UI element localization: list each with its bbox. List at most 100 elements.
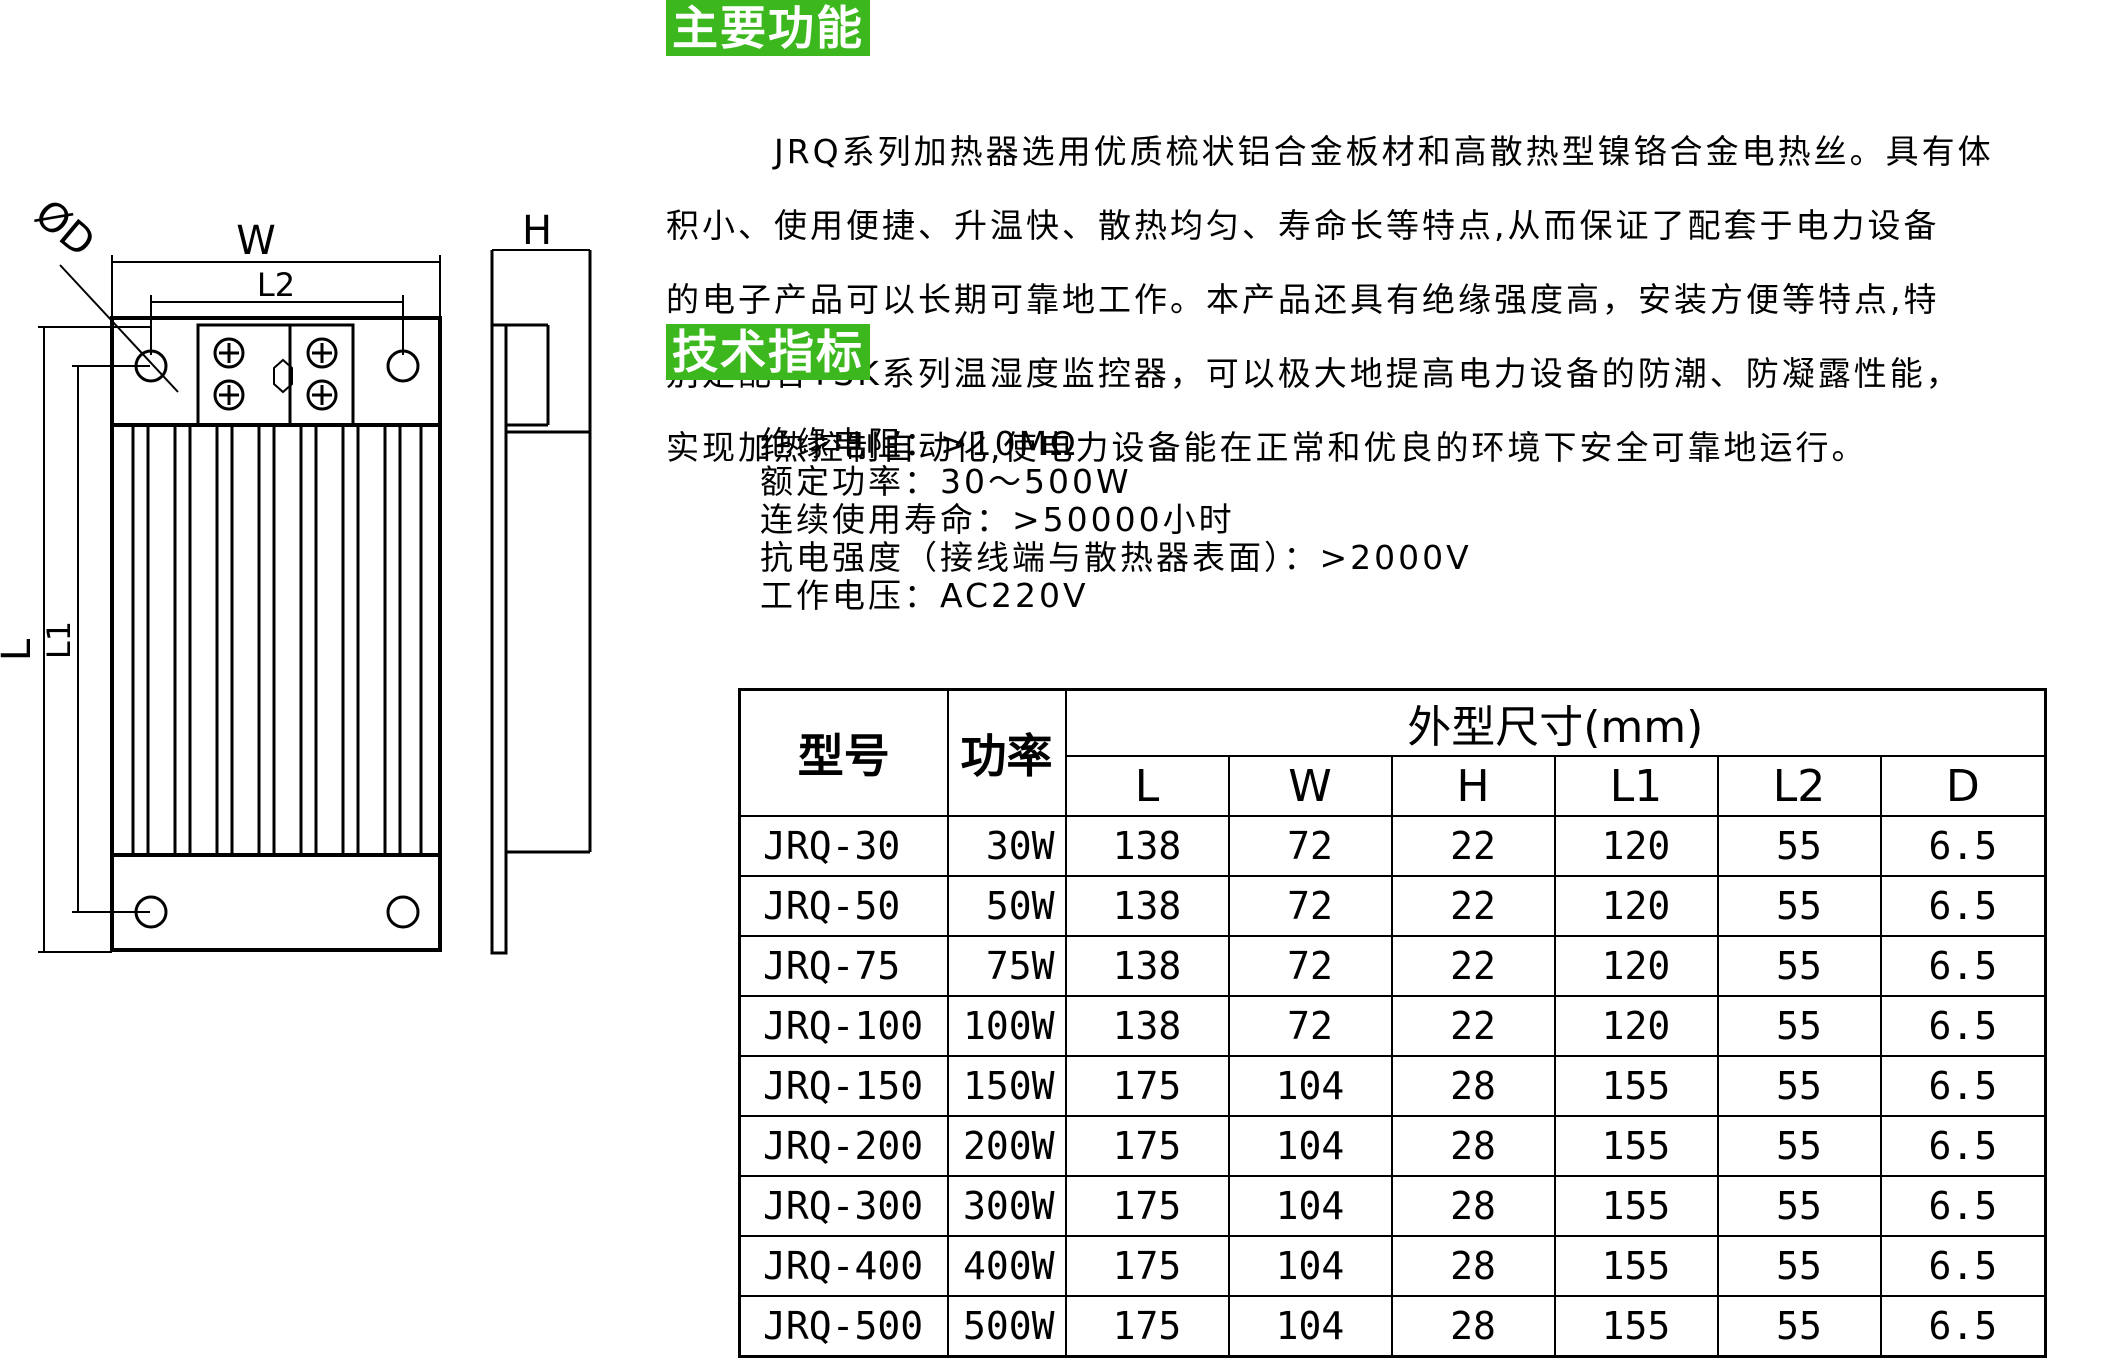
cell-dim-l1: 155	[1553, 1235, 1719, 1297]
spec-item: 绝缘电阻：>10MΩ	[760, 424, 1079, 463]
header-model: 型号	[738, 688, 949, 817]
cell-dim-w: 104	[1227, 1175, 1393, 1237]
cell-model: JRQ-50	[738, 875, 949, 937]
cell-dim-l: 175	[1064, 1115, 1230, 1177]
paragraph-line: 实现加热控制自动化,使电力设备能在正常和优良的环境下安全可靠地运行。	[666, 428, 1868, 467]
header-dimensions: 外型尺寸(mm)	[1064, 688, 2047, 757]
cell-dim-w: 72	[1227, 815, 1393, 877]
cell-dim-l: 138	[1064, 815, 1230, 877]
cell-dim-l2: 55	[1716, 935, 1882, 997]
dim-label-d: ØD	[26, 191, 103, 266]
cell-dim-l1: 120	[1553, 995, 1719, 1057]
mounting-hole	[386, 895, 420, 929]
dim-label-l2: L2	[257, 266, 295, 304]
cell-dim-l2: 55	[1716, 815, 1882, 877]
cell-model: JRQ-100	[738, 995, 949, 1057]
cell-dim-l2: 55	[1716, 995, 1882, 1057]
cell-dim-w: 104	[1227, 1295, 1393, 1357]
dim-label-l1: L1	[40, 621, 78, 659]
cell-dim-l1: 155	[1553, 1295, 1719, 1357]
cell-dim-d: 6.5	[1879, 1115, 2047, 1177]
header-dim-l2: L2	[1716, 755, 1882, 817]
cell-dim-l: 138	[1064, 995, 1230, 1057]
cell-dim-l1: 155	[1553, 1055, 1719, 1117]
cell-dim-h: 28	[1390, 1235, 1556, 1297]
cell-dim-l: 138	[1064, 935, 1230, 997]
cell-dim-d: 6.5	[1879, 1295, 2047, 1357]
functions-paragraph: JRQ系列加热器选用优质梳状铝合金板材和高散热型镍铬合金电热丝。具有体 积小、使…	[666, 96, 2116, 503]
heater-technical-drawing: W L2 H ØD L L1	[0, 191, 592, 955]
cell-dim-l: 175	[1064, 1235, 1230, 1297]
cell-dim-h: 28	[1390, 1115, 1556, 1177]
cell-dim-h: 28	[1390, 1175, 1556, 1237]
cell-model: JRQ-200	[738, 1115, 949, 1177]
cell-dim-l2: 55	[1716, 1055, 1882, 1117]
cell-power: 400W	[946, 1235, 1067, 1297]
cell-dim-l2: 55	[1716, 1175, 1882, 1237]
cell-dim-w: 104	[1227, 1115, 1393, 1177]
cell-dim-l: 175	[1064, 1175, 1230, 1237]
cell-dim-d: 6.5	[1879, 935, 2047, 997]
spec-item: 抗电强度（接线端与散热器表面）：>2000V	[760, 538, 1472, 577]
cell-power: 50W	[946, 875, 1067, 937]
header-dim-d: D	[1879, 755, 2047, 817]
heater-body-outline	[110, 316, 442, 952]
dim-label-w: W	[236, 218, 276, 264]
terminal-screws	[213, 337, 338, 411]
side-view	[490, 249, 592, 955]
header-power: 功率	[946, 688, 1067, 817]
cell-dim-w: 72	[1227, 935, 1393, 997]
paragraph-line: JRQ系列加热器选用优质梳状铝合金板材和高散热型镍铬合金电热丝。具有体	[666, 132, 1994, 171]
cell-dim-l: 175	[1064, 1295, 1230, 1357]
cell-model: JRQ-400	[738, 1235, 949, 1297]
cell-dim-l: 175	[1064, 1055, 1230, 1117]
cell-dim-h: 22	[1390, 995, 1556, 1057]
cell-dim-h: 22	[1390, 815, 1556, 877]
cell-dim-w: 104	[1227, 1055, 1393, 1117]
cell-dim-l1: 155	[1553, 1175, 1719, 1237]
cell-model: JRQ-30	[738, 815, 949, 877]
header-dim-h: H	[1390, 755, 1556, 817]
cell-dim-w: 72	[1227, 875, 1393, 937]
cell-dim-d: 6.5	[1879, 1055, 2047, 1117]
cell-power: 500W	[946, 1295, 1067, 1357]
cell-dim-l2: 55	[1716, 1295, 1882, 1357]
cell-dim-l1: 120	[1553, 815, 1719, 877]
spec-list: 绝缘电阻：>10MΩ 额定功率：30～500W 连续使用寿命：>50000小时 …	[760, 425, 1472, 615]
header-dim-w: W	[1227, 755, 1393, 817]
cell-power: 100W	[946, 995, 1067, 1057]
cell-dim-h: 28	[1390, 1055, 1556, 1117]
header-dim-l1: L1	[1553, 755, 1719, 817]
cell-dim-l: 138	[1064, 875, 1230, 937]
paragraph-line: 积小、使用便捷、升温快、散热均匀、寿命长等特点,从而保证了配套于电力设备	[666, 206, 1940, 245]
cell-dim-l2: 55	[1716, 875, 1882, 937]
cell-model: JRQ-75	[738, 935, 949, 997]
spec-item: 工作电压：AC220V	[760, 576, 1089, 615]
cell-dim-l1: 120	[1553, 935, 1719, 997]
cell-dim-w: 72	[1227, 995, 1393, 1057]
cell-power: 200W	[946, 1115, 1067, 1177]
cell-dim-d: 6.5	[1879, 875, 2047, 937]
cell-power: 30W	[946, 815, 1067, 877]
cell-dim-l1: 120	[1553, 875, 1719, 937]
heatsink-fins	[131, 425, 423, 855]
cell-dim-h: 22	[1390, 935, 1556, 997]
cell-dim-d: 6.5	[1879, 1175, 2047, 1237]
cell-model: JRQ-150	[738, 1055, 949, 1117]
cell-dim-h: 22	[1390, 875, 1556, 937]
dim-label-l: L	[0, 638, 40, 661]
paragraph-line: 的电子产品可以长期可靠地工作。本产品还具有绝缘强度高，安装方便等特点,特	[666, 280, 1940, 319]
section-title-functions: 主要功能	[666, 0, 870, 56]
mounting-hole	[386, 349, 420, 383]
dim-label-h: H	[522, 208, 552, 254]
cell-dim-d: 6.5	[1879, 995, 2047, 1057]
